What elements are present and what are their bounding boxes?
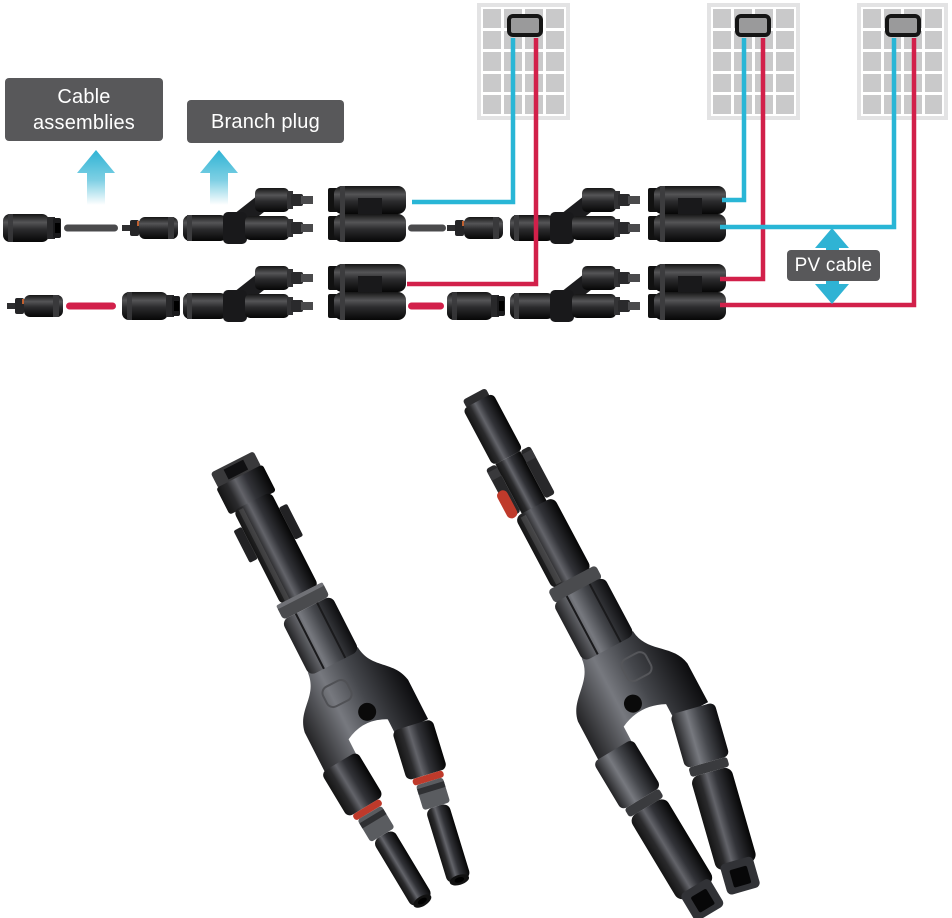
junction-box-icon <box>885 14 921 37</box>
positive-cable-panel1 <box>407 38 539 287</box>
y-branch-plug <box>328 186 406 242</box>
female-connector <box>3 214 61 242</box>
label-pv-cable-text: PV cable <box>794 255 873 276</box>
up-arrow-icon <box>77 150 115 205</box>
male-connector <box>447 217 503 239</box>
y-branch-connector-photo-left <box>211 452 470 908</box>
y-branch-plug <box>648 186 726 242</box>
positive-cable-panel3 <box>720 38 917 308</box>
red-oring <box>353 799 382 820</box>
female-connector <box>122 292 180 320</box>
connector-chain-top-row <box>3 186 726 244</box>
red-oring <box>412 770 444 786</box>
label-cable-assemblies: Cable assemblies <box>5 78 163 141</box>
up-arrow-icon <box>200 150 238 205</box>
female-connector <box>447 292 505 320</box>
cable-segment <box>408 224 446 232</box>
red-oring <box>497 490 518 519</box>
male-connector <box>122 217 178 239</box>
junction-box-icon <box>507 14 543 37</box>
label-cable-assemblies-line2: assemblies <box>32 111 136 134</box>
y-branch-connector-photo-right <box>463 388 760 918</box>
female-branch-arm <box>595 741 724 918</box>
label-branch-plug-text: Branch plug <box>211 110 320 133</box>
y-branch-plug <box>510 188 640 244</box>
label-pv-cable: PV cable <box>787 250 880 281</box>
junction-box-icon <box>735 14 771 37</box>
negative-cable-panel2 <box>722 38 747 203</box>
y-branch-plug <box>510 266 640 322</box>
label-cable-assemblies-line1: Cable <box>57 85 111 108</box>
pv-cables <box>407 38 917 308</box>
solar-panel-1 <box>477 3 570 120</box>
positive-cable-panel2 <box>720 38 766 282</box>
red-cable-segment <box>408 302 444 310</box>
negative-cable-panel3 <box>720 38 897 230</box>
y-branch-plug <box>183 266 313 322</box>
connector-chain-bottom-row <box>7 264 726 322</box>
red-cable-segment <box>66 302 116 310</box>
male-branch-arm <box>323 753 432 908</box>
cable-segment <box>64 224 118 232</box>
negative-cable-panel1 <box>412 38 516 205</box>
label-branch-plug: Branch plug <box>187 100 344 143</box>
y-branch-plug <box>648 264 726 320</box>
male-branch-arm <box>393 720 470 886</box>
male-connector <box>7 295 63 317</box>
female-branch-arm <box>671 703 760 895</box>
solar-panel-3 <box>857 3 948 120</box>
y-branch-plug <box>183 188 313 244</box>
y-branch-plug <box>328 264 406 320</box>
